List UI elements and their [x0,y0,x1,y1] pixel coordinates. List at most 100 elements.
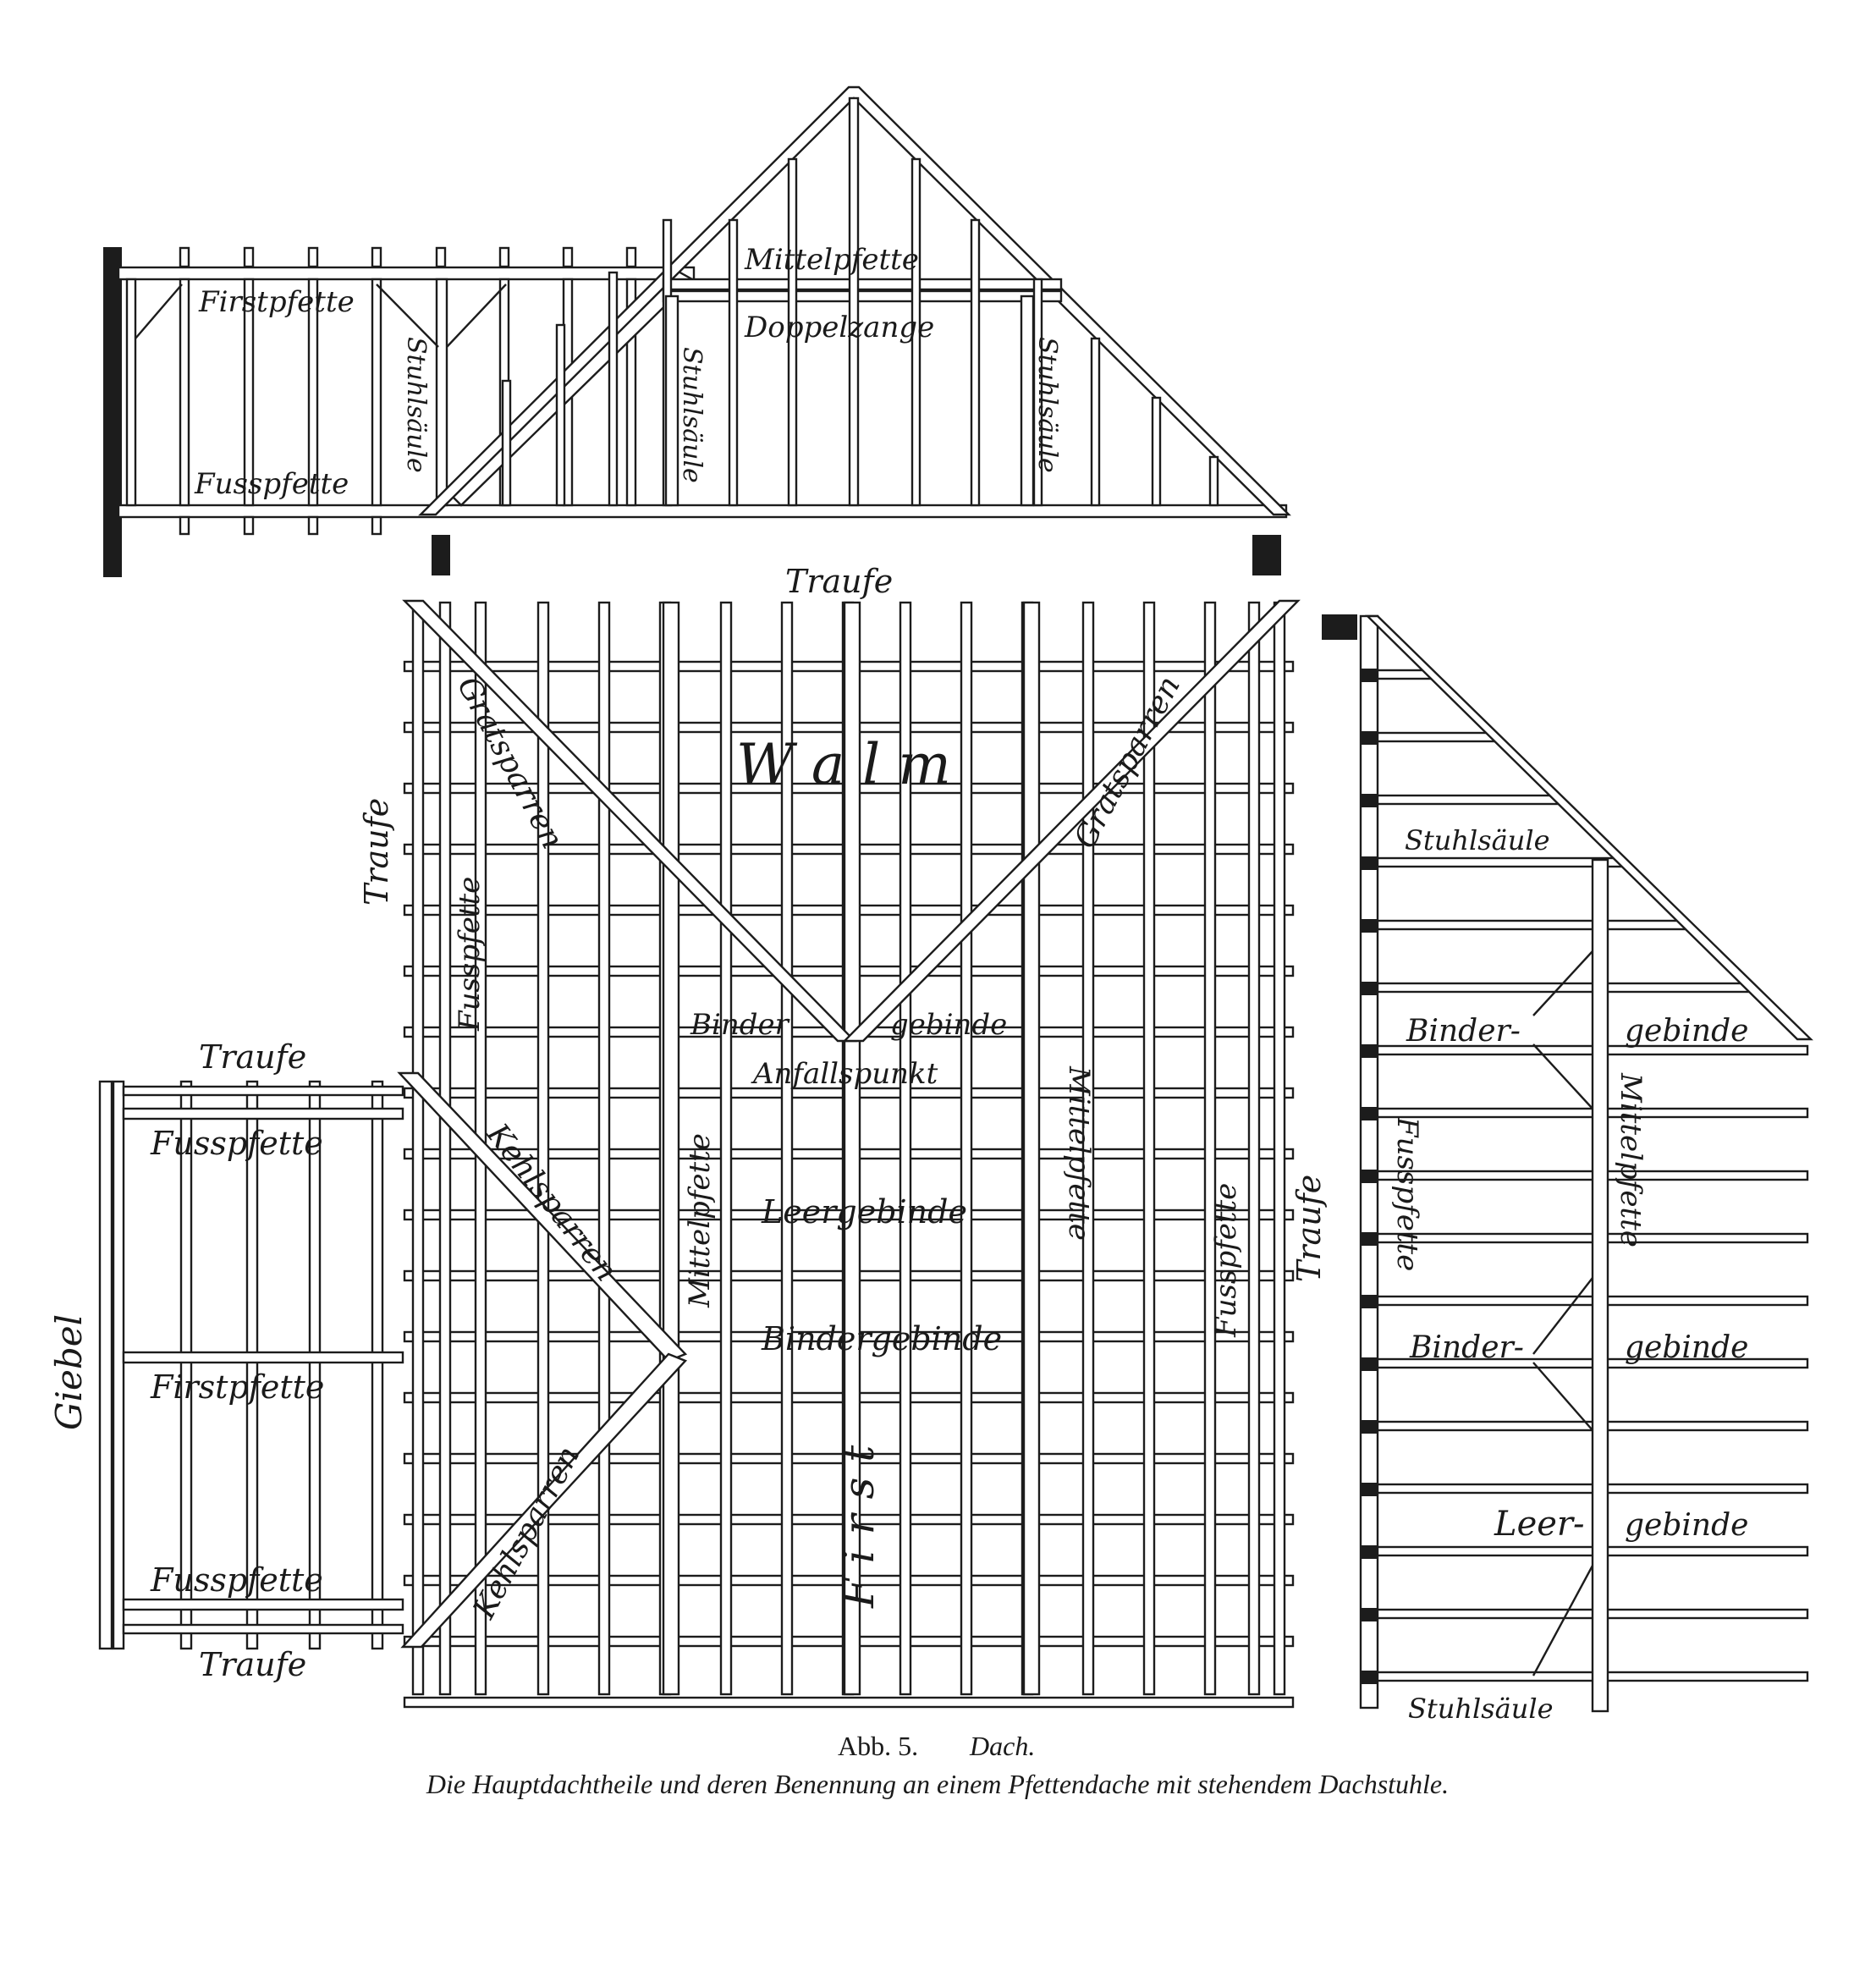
section-block [1361,1483,1378,1496]
section-block [1361,794,1378,807]
section-block [1361,1232,1378,1246]
elevation-stuhlsaeule-mid-post [664,295,679,507]
wing-view: Traufe Traufe Fusspfette Firstpfette Fus… [48,1038,404,1683]
section-label-binder1: Binder- [1406,1014,1521,1049]
plan-purlin [1247,601,1261,1696]
plan-purlin [438,601,452,1696]
elevation-left-wall [103,247,122,577]
section-stuhlsaeule-post [1591,858,1609,1713]
section-blocks [1361,669,1378,1684]
main-plan-view: Traufe Traufe Traufe W a l m Gratsparren… [358,563,1328,1709]
plan-label-traufe-left: Traufe [358,798,395,906]
section-label-binder2: Binder- [1409,1330,1524,1365]
plan-rafter [403,1696,1295,1709]
section-block [1361,731,1378,745]
plan-purlin [1203,601,1217,1696]
wing-firstpfette [122,1351,404,1364]
section-rafter-member [1376,919,1688,931]
plan-purlin [899,601,912,1696]
section-block [1361,1107,1378,1120]
section-block [1361,1420,1378,1434]
plan-label-anfallspunkt: Anfallspunkt [751,1057,938,1091]
elevation-firstpfette-beam [117,266,696,281]
elevation-view: Firstpfette Fusspfette Stuhlsäule Stuhls… [103,85,1291,577]
plan-purlin [597,601,611,1696]
wing-label-giebel: Giebel [48,1314,90,1430]
plan-gratsparren-right [842,599,1301,1043]
plan-label-fusspfette-right: Fusspfette [1209,1183,1243,1338]
plan-purlin [536,601,550,1696]
caption-title: Dach. [969,1731,1035,1761]
section-rafter-member [1376,982,1752,994]
elevation-label-firstpfette: Firstpfette [198,285,355,319]
elevation-bottom-block-mid [432,535,450,575]
section-block [1361,1295,1378,1308]
section-block [1361,1608,1378,1621]
elevation-label-doppelzange: Doppelzange [744,311,934,344]
plan-purlin [1142,601,1156,1696]
section-block [1361,919,1378,933]
wing-label-traufe-bottom: Traufe [199,1646,306,1683]
plan-label-bindergebinde: Bindergebinde [761,1320,1002,1357]
wing-fusspfette-bottom [122,1598,404,1611]
elevation-label-stuhlsaeule-left: Stuhlsäule [401,337,431,473]
plan-label-traufe-top: Traufe [785,563,893,600]
section-block [1361,669,1378,682]
plan-kehlsparren-upper [397,1071,688,1363]
elevation-stuhlsaeule-right-post [1020,295,1035,507]
plan-purlin [1273,601,1286,1696]
section-block [1361,1357,1378,1371]
caption-figure: Abb. 5. [838,1731,918,1761]
elevation-label-fusspfette: Fusspfette [194,467,349,501]
section-label-mittelpfette: Mittelpfette [1614,1072,1648,1247]
section-label-gebinde3: gebinde [1625,1508,1748,1543]
wing-label-fusspfette-bottom: Fusspfette [150,1561,323,1599]
plan-label-leergebinde: Leergebinde [761,1193,967,1230]
section-wall-post [1359,614,1379,1709]
elevation-label-stuhlsaeule-mid: Stuhlsäule [677,347,707,483]
plan-purlin [719,601,733,1696]
wing-label-traufe-top: Traufe [199,1038,306,1076]
plan-label-traufe-right: Traufe [1290,1175,1328,1282]
section-label-gebinde1: gebinde [1625,1014,1748,1049]
section-rafter-member [1376,794,1560,806]
section-block [1361,1545,1378,1559]
elevation-fusspfette-beam [117,504,1288,519]
section-top-wall [1322,614,1357,640]
wing-fusspfette-top [122,1107,404,1120]
plan-label-mittelpfette-left: Mittelpfette [683,1133,717,1308]
wing-giebel-wall [98,1080,113,1650]
plan-label-first: First [834,1430,883,1609]
plan-purlin [1081,601,1095,1696]
wing-label-firstpfette: Firstpfette [150,1368,324,1406]
caption-description: Die Hauptdachtheile und deren Benennung … [426,1769,1449,1799]
section-view: Stuhlsäule Binder- gebinde Mittelpfette … [1322,614,1813,1725]
plan-mittelpfette-right [1022,601,1041,1696]
elevation-doppelzange-beam [662,289,1063,303]
wing-vertical-rafters [179,1080,384,1650]
plan-label-walm: W a l m [736,732,951,797]
section-label-gebinde2: gebinde [1625,1330,1748,1365]
elevation-mittelpfette-beam [662,278,1063,291]
plan-label-mittelpfette-right: Mittelpfette [1062,1065,1096,1241]
elevation-label-mittelpfette: Mittelpfette [744,243,919,277]
section-block [1361,982,1378,995]
plan-first [843,601,861,1696]
plan-label-fusspfette-left: Fusspfette [453,877,487,1032]
section-rafter [1365,614,1813,1041]
section-label-leer: Leer- [1494,1505,1585,1544]
elevation-foot-heads [179,515,382,536]
plan-mittelpfette-left [662,601,680,1696]
section-block [1361,1170,1378,1183]
section-label-stuhlsaeule-top: Stuhlsäule [1405,824,1550,856]
section-block [1361,856,1378,870]
elevation-bottom-block-right [1252,535,1281,575]
plan-purlin [780,601,794,1696]
section-label-stuhlsaeule-bottom: Stuhlsäule [1408,1693,1554,1725]
elevation-label-stuhlsaeule-right: Stuhlsäule [1032,337,1062,473]
plan-purlin [411,601,425,1696]
elevation-gable-rafters [418,85,1291,516]
plan-label-binder: Binder [690,1008,790,1042]
section-block [1361,1671,1378,1684]
